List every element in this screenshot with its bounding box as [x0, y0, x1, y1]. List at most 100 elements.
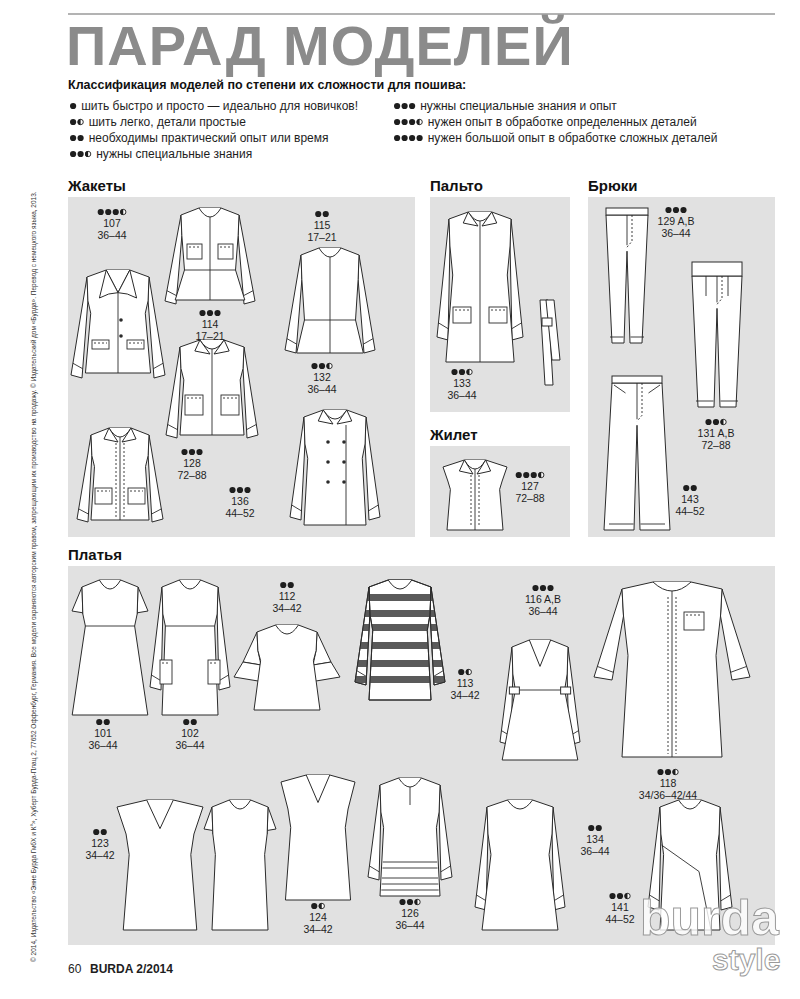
- half-dot-fill: [538, 472, 541, 478]
- section-heading: Пальто: [430, 176, 483, 197]
- garment-outline: [594, 589, 624, 680]
- full-dot: [458, 669, 464, 675]
- difficulty-dots: [70, 103, 76, 109]
- belt-tab: [509, 687, 519, 694]
- garment-seam: [247, 424, 257, 429]
- garment-outline: [180, 340, 244, 435]
- garment-outline: [368, 785, 381, 880]
- size-range: 36–44: [175, 739, 204, 751]
- garment-seam: [124, 443, 125, 517]
- full-dot: [311, 903, 317, 909]
- garment-seam: [410, 787, 411, 805]
- garment-seam: [212, 349, 213, 435]
- garment-outline: [482, 800, 558, 930]
- full-dot: [588, 825, 594, 831]
- model-number: 128: [183, 457, 201, 469]
- garment-seam: [210, 217, 211, 300]
- full-dot: [596, 825, 602, 831]
- size-range: 36–44: [88, 739, 117, 751]
- difficulty-dots: [98, 209, 126, 215]
- difficulty-dots: [70, 119, 83, 125]
- full-dot: [417, 135, 423, 141]
- garment-drawing: [234, 625, 340, 710]
- full-dot: [409, 119, 415, 125]
- garment-outline: [365, 417, 380, 520]
- garment-outline: [443, 460, 507, 530]
- garment-seam: [304, 320, 355, 321]
- full-dot: [683, 485, 689, 491]
- garment-seam: [357, 671, 367, 677]
- size-range: 17–21: [307, 231, 336, 243]
- size-range: 17–21: [195, 330, 224, 342]
- stripe: [309, 610, 491, 617]
- size-range: 72–88: [701, 439, 730, 451]
- full-dot: [196, 449, 202, 455]
- button: [119, 318, 123, 322]
- garment-outline: [254, 625, 320, 710]
- neckline: [306, 775, 330, 803]
- neckline: [679, 800, 702, 809]
- difficulty-dots: [532, 585, 553, 591]
- full-dot: [70, 151, 76, 157]
- model-number: 133: [453, 377, 471, 389]
- garment-seam: [637, 383, 642, 421]
- model-number: 124: [309, 911, 327, 923]
- pocket: [218, 244, 233, 259]
- legend-entry: нужны специальные знания: [96, 146, 252, 162]
- garment-outline: [721, 589, 751, 680]
- half-dot: [327, 363, 332, 368]
- stripe: [309, 660, 491, 667]
- half-dot: [539, 472, 544, 477]
- full-dot: [657, 769, 663, 775]
- garment-outline: [439, 785, 452, 880]
- half-dot-fill: [326, 363, 329, 369]
- button: [326, 460, 330, 464]
- watermark: burda: [640, 893, 779, 943]
- garment-outline: [243, 347, 258, 438]
- garment-outline: [212, 800, 268, 930]
- half-dot-fill: [466, 669, 469, 675]
- waistband: [612, 376, 662, 383]
- full-dot: [680, 207, 686, 213]
- full-dot: [183, 719, 189, 725]
- garment-seam: [479, 475, 480, 527]
- model-number: 141: [611, 901, 629, 913]
- difficulty-dots: [394, 103, 415, 109]
- garment-drawing: [368, 778, 452, 896]
- garment-outline: [477, 460, 491, 474]
- garment-outline: [380, 778, 440, 896]
- garment-outline: [318, 410, 333, 424]
- copyright-note: © 2014, Издательство «Энне Бурда ГмбХ и …: [30, 191, 38, 962]
- half-dot-fill: [720, 419, 723, 425]
- full-dot: [402, 119, 408, 125]
- garment-drawing: [117, 800, 203, 930]
- garment-seam: [167, 291, 177, 296]
- garment-drawing: [437, 212, 523, 362]
- garment-seam: [696, 401, 714, 402]
- neckline: [399, 778, 422, 787]
- difficulty-dots: [683, 485, 697, 491]
- model-number: 136: [231, 495, 249, 507]
- garment-outline: [117, 800, 203, 930]
- garment-seam: [471, 475, 472, 527]
- garment-outline: [463, 212, 478, 226]
- difficulty-dots: [183, 719, 197, 725]
- garment-drawing: [475, 800, 565, 930]
- difficulty-dots: [394, 119, 422, 125]
- model-number: 126: [401, 907, 419, 919]
- model-number: 118: [660, 777, 677, 789]
- model-number: 114: [202, 318, 219, 330]
- model-number: 102: [181, 727, 199, 739]
- garment-drawing: [204, 800, 276, 930]
- half-dot-fill: [417, 119, 420, 125]
- model-number: 107: [103, 217, 121, 229]
- full-dot: [104, 719, 110, 725]
- garment-seam: [649, 385, 661, 393]
- garment-seam: [512, 323, 522, 329]
- full-dot: [665, 207, 671, 213]
- garment-seam: [220, 247, 231, 248]
- garment-seam: [189, 247, 200, 248]
- full-dot: [70, 103, 76, 109]
- size-range: 34–42: [450, 689, 479, 701]
- garment-outline: [459, 460, 473, 474]
